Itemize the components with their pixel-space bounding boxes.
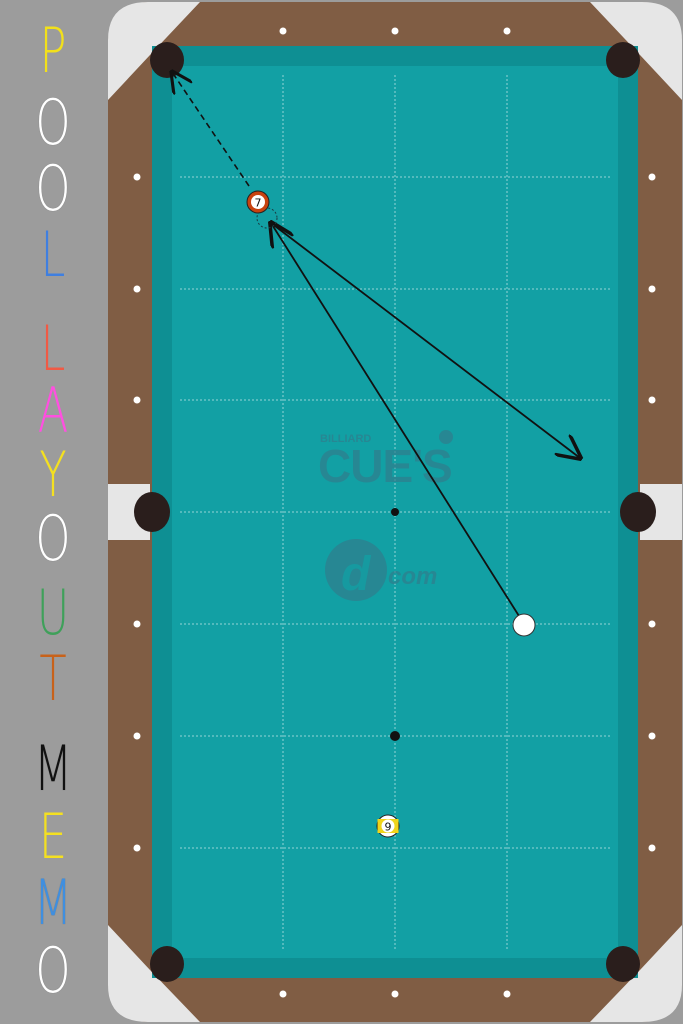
- title-letter-2-3: O: [35, 934, 71, 1007]
- pocket-side-left: [134, 492, 170, 532]
- title-letter-0-3: L: [40, 218, 66, 291]
- ball-7-label: 7: [255, 197, 262, 210]
- pocket-top-right: [606, 42, 640, 78]
- cue-ball-path: [271, 223, 520, 617]
- cue-ball[interactable]: [512, 613, 536, 637]
- ball-9[interactable]: 9: [376, 814, 400, 838]
- ball-7-label-bg: [251, 195, 265, 209]
- title-letter-1-1: A: [37, 374, 69, 447]
- watermark-logo-icon: [325, 539, 387, 601]
- corner-plate-bottom-left: [108, 925, 200, 1022]
- watermark: BILLIARD CUE'S d com: [318, 430, 453, 601]
- watermark-small: BILLIARD: [320, 433, 371, 445]
- rail-diamonds: [133, 27, 656, 998]
- title-letter-2-1: E: [38, 800, 68, 873]
- cue-ball-deflection-path: [270, 222, 580, 458]
- corner-plate-top-left: [108, 2, 200, 100]
- watermark-logo-glyph: d: [341, 548, 372, 601]
- pocket-top-left: [150, 42, 184, 78]
- title-letter-1-2: Y: [39, 438, 67, 511]
- pocket-side-right: [620, 492, 656, 532]
- title-letter-2-0: M: [33, 732, 73, 805]
- pocket-bottom-left: [150, 946, 184, 982]
- title-letter-1-4: U: [36, 576, 70, 649]
- watermark-ball-icon: [439, 430, 453, 444]
- pool-table[interactable]: BILLIARD CUE'S d com 7 9: [108, 0, 683, 1024]
- title-letter-0-0: P: [39, 14, 67, 87]
- ball-7[interactable]: 7: [246, 190, 270, 214]
- center-spot: [391, 508, 399, 516]
- corner-plate-bottom-right: [590, 925, 682, 1022]
- ball-9-label-bg: [381, 819, 395, 833]
- corner-plate-top-right: [590, 2, 682, 100]
- title-letter-2-2: M: [33, 866, 73, 939]
- pocket-bottom-right: [606, 946, 640, 982]
- ghost-ball: [256, 207, 278, 229]
- watermark-big: CUE'S: [318, 440, 452, 492]
- title-letter-1-0: L: [40, 312, 66, 385]
- title-letter-1-5: T: [39, 642, 67, 715]
- title-letter-0-1: O: [35, 86, 71, 159]
- title-letter-0-2: O: [35, 152, 71, 225]
- watermark-logo-text: com: [388, 563, 437, 590]
- object-ball-path: [172, 72, 250, 187]
- foot-spot: [390, 731, 400, 741]
- ball-9-label: 9: [385, 821, 392, 834]
- title-letter-1-3: O: [35, 502, 71, 575]
- pool-table-canvas[interactable]: BILLIARD CUE'S d com 7 9: [108, 0, 683, 1024]
